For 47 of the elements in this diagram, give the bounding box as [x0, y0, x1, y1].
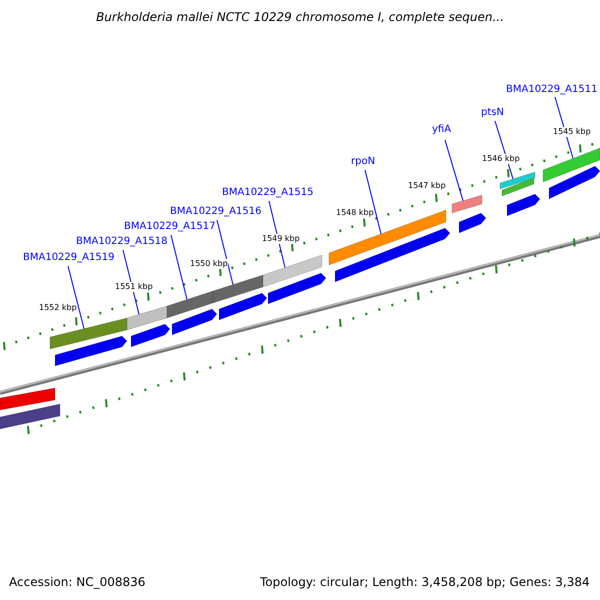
gene-label: rpoN [351, 156, 376, 168]
tick-label: 1551 kbp [115, 282, 153, 292]
gene-label: BMA10229_A1515 [222, 187, 314, 199]
gene-bar [262, 254, 322, 288]
coding-sequence-feature [507, 194, 540, 216]
tick-label: 1546 kbp [482, 154, 520, 164]
gene-label: BMA10229_A1511 [506, 84, 598, 96]
tick-label: 1549 kbp [262, 234, 300, 244]
leader-line [170, 234, 188, 300]
gene-bar [126, 306, 168, 330]
gene-bar [452, 194, 482, 214]
gene-bar [542, 148, 600, 182]
tick-label: 1547 kbp [408, 181, 446, 191]
coding-sequence-feature [549, 166, 600, 199]
tick-label: 1552 kbp [39, 303, 77, 313]
leader-line [444, 140, 464, 202]
gene-bar [50, 318, 128, 350]
tick-label: 1548 kbp [336, 208, 374, 218]
gene-bar [502, 178, 534, 196]
gene-label: BMA10229_A1517 [124, 221, 216, 233]
leader-line [216, 220, 234, 286]
coding-sequence-feature [268, 273, 326, 304]
leader-line [554, 96, 574, 159]
gene-bar [0, 388, 56, 410]
leader-line [364, 170, 382, 234]
coding-sequence-feature [335, 228, 450, 282]
genome-summary-text: Topology: circular; Length: 3,458,208 bp; Genes: 3,384 [260, 575, 590, 589]
leader-line [68, 266, 84, 330]
accession-text: Accession: NC_008836 [9, 575, 146, 589]
coding-sequence-feature [172, 309, 217, 335]
gene-bar [500, 172, 536, 190]
gene-label: yfiA [432, 124, 452, 136]
gene-bar [166, 290, 214, 318]
gene-label: ptsN [481, 107, 504, 119]
gene-bar [0, 404, 60, 430]
gene-label: BMA10229_A1519 [23, 252, 114, 264]
gene-bar [212, 274, 264, 304]
coding-sequence-feature [219, 293, 267, 320]
tick-label: 1550 kbp [190, 259, 228, 269]
title: Burkholderia mallei NCTC 10229 chromosome I, complete sequen... [95, 10, 505, 24]
coding-sequence-feature [131, 324, 170, 347]
coding-sequence-feature [55, 336, 127, 366]
gene-label: BMA10229_A1518 [76, 236, 168, 248]
tick-label: 1545 kbp [553, 127, 591, 137]
gene-bar [328, 210, 446, 266]
gene-label: BMA10229_A1516 [170, 206, 262, 218]
coding-sequence-feature [459, 213, 486, 233]
